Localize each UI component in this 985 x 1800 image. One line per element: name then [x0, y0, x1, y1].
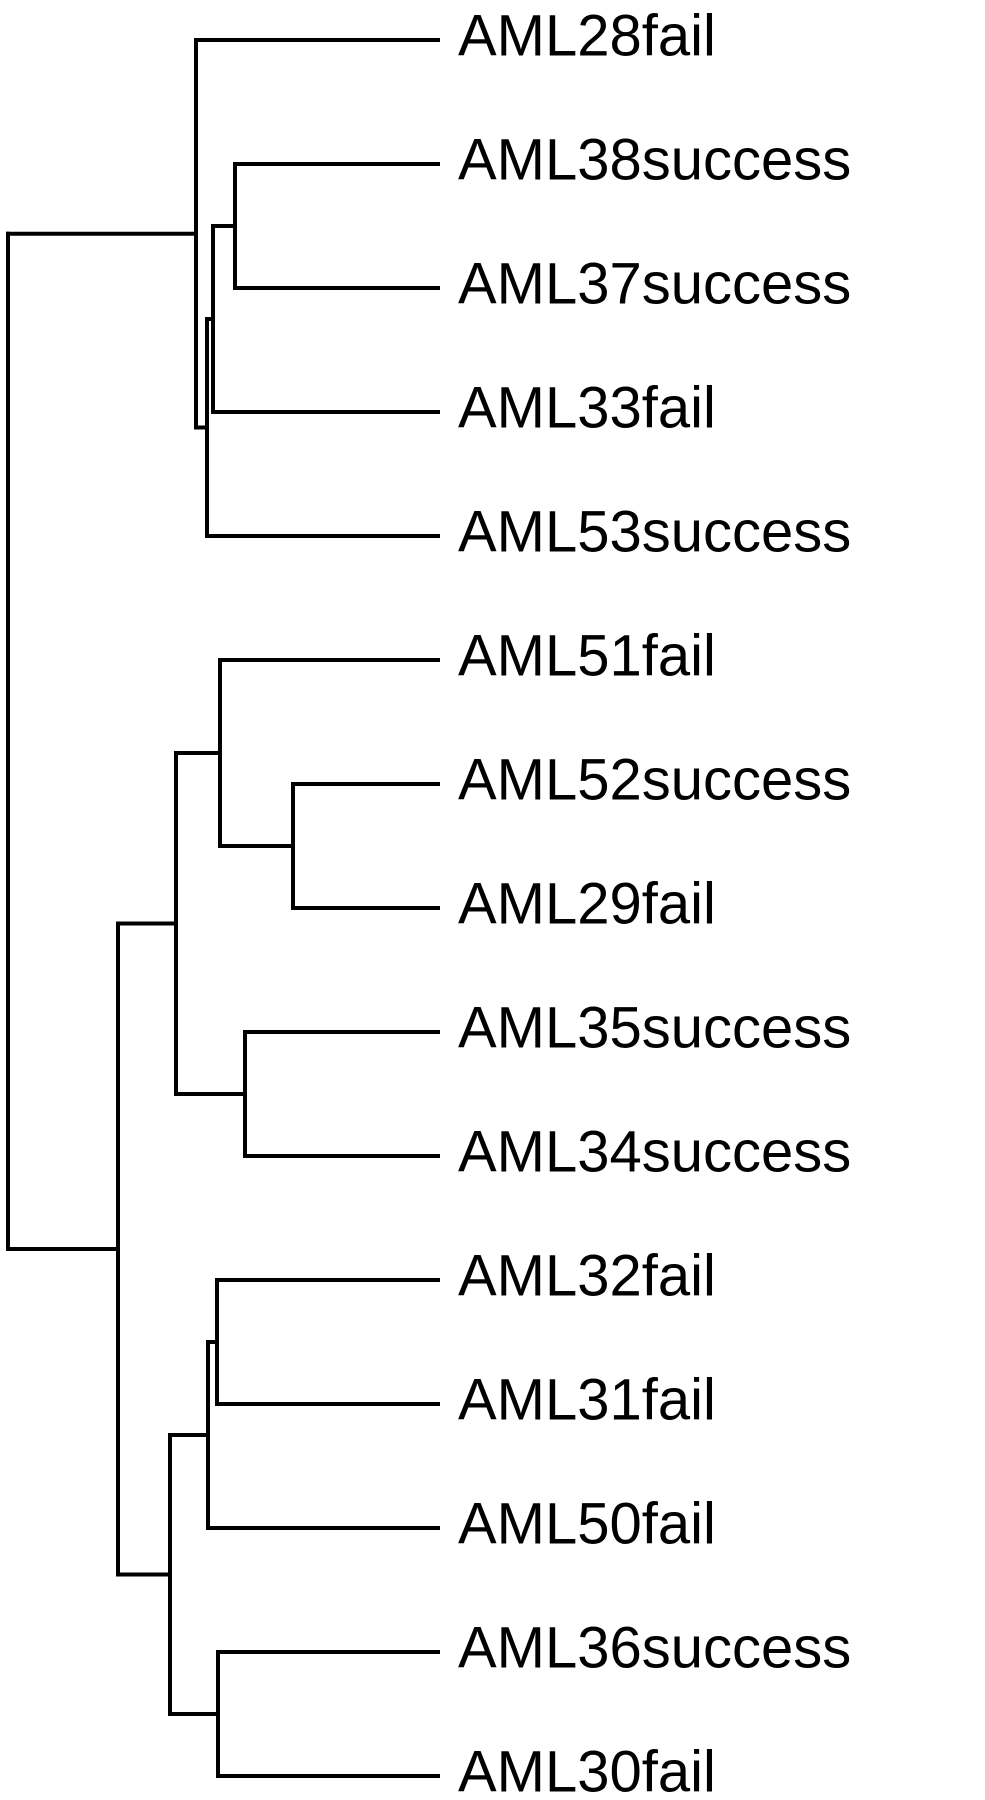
leaf-label: AML33fail	[458, 375, 716, 440]
leaf-label: AML28fail	[458, 3, 716, 68]
leaf-label: AML38success	[458, 127, 851, 192]
leaf-label: AML32fail	[458, 1243, 716, 1308]
leaf-label: AML51fail	[458, 623, 716, 688]
leaf-label: AML52success	[458, 747, 851, 812]
dendrogram-branches	[6, 38, 440, 1778]
leaf-label: AML50fail	[458, 1491, 716, 1556]
leaf-label: AML36success	[458, 1615, 851, 1680]
leaf-label: AML29fail	[458, 871, 716, 936]
leaf-label: AML53success	[458, 499, 851, 564]
leaf-label: AML35success	[458, 995, 851, 1060]
leaf-label: AML30fail	[458, 1739, 716, 1800]
leaf-label: AML37success	[458, 251, 851, 316]
leaf-label: AML34success	[458, 1119, 851, 1184]
dendrogram-leaf-labels: AML28fail AML38success AML37success AML3…	[458, 3, 851, 1800]
leaf-label: AML31fail	[458, 1367, 716, 1432]
